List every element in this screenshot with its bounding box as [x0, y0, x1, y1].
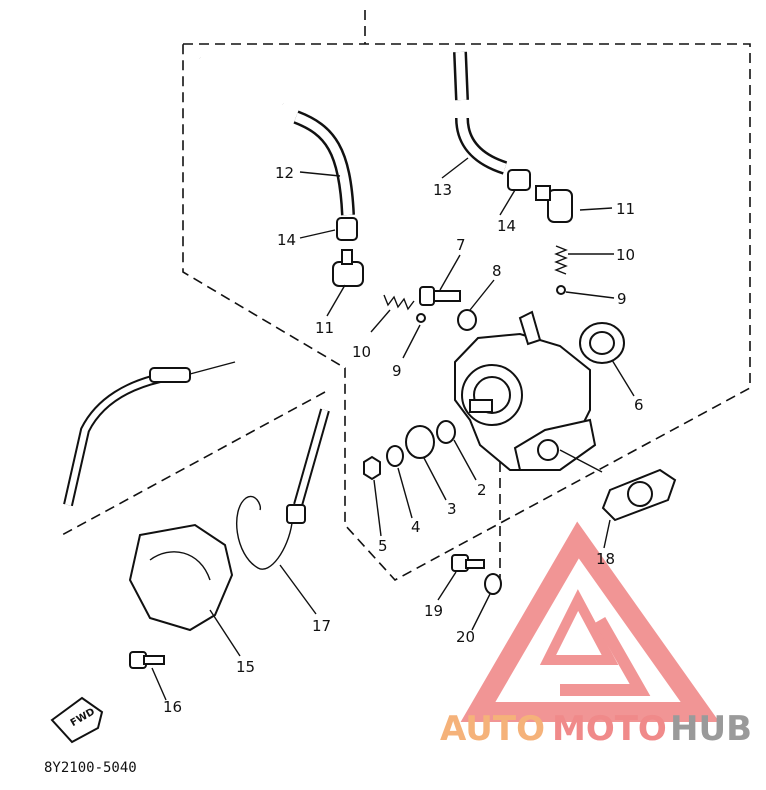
callout-12: 12: [275, 164, 294, 182]
callout-15: 15: [236, 658, 255, 676]
watermark-word-auto: AUTO: [440, 709, 545, 749]
watermark-logo: [460, 521, 720, 722]
callout-14-right: 14: [497, 217, 516, 235]
banjo-fitting-11-left: [332, 249, 364, 287]
pump-cover-15: [128, 523, 234, 632]
callout-9-left: 9: [392, 362, 402, 380]
diagram-code: 8Y2100-5040: [44, 760, 137, 776]
callout-13: 13: [433, 181, 452, 199]
bolt-19: [451, 554, 485, 572]
assembly-boundary-dashed: [182, 43, 751, 582]
callout-11-right: 11: [616, 200, 635, 218]
callout-4: 4: [411, 518, 421, 536]
callout-7: 7: [456, 236, 466, 254]
separator-dashed: [61, 391, 326, 536]
banjo-fitting-11-right: [535, 185, 573, 223]
nut-5: [363, 455, 381, 481]
ball-9-left: [416, 313, 426, 323]
callout-6: 6: [634, 396, 644, 414]
washer-8: [457, 309, 477, 331]
callout-2: 2: [477, 481, 487, 499]
washer-20: [484, 573, 502, 595]
washer-4: [386, 445, 404, 467]
callout-8: 8: [492, 262, 502, 280]
callout-3: 3: [447, 500, 457, 518]
spring-10-right: [554, 245, 568, 275]
leader-lines: [151, 157, 635, 701]
hose-clip-14-left: [336, 217, 358, 241]
oil-pump-cable: [63, 361, 236, 507]
callout-17: 17: [312, 617, 331, 635]
washer-2: [436, 420, 456, 444]
hose-12: [198, 54, 355, 216]
hose-13: [453, 51, 508, 175]
callout-9-right: 9: [617, 290, 627, 308]
gasket-18: [601, 468, 677, 522]
fwd-arrow-icon: FWD: [50, 696, 104, 744]
spring-10-left: [383, 294, 415, 311]
callout-10-left: 10: [352, 343, 371, 361]
ball-9-right: [556, 285, 566, 295]
oil-seal-6: [579, 322, 625, 364]
watermark-text: AUTO MOTO HUB: [440, 709, 752, 749]
hose-clip-14-right: [507, 169, 531, 191]
callout-19: 19: [424, 602, 443, 620]
callout-numbers: 12 14 11 10 9 7 8 13 14 11 10 9 6 2 3 4 …: [163, 164, 644, 716]
callout-11-left: 11: [315, 319, 334, 337]
watermark-word-hub: HUB: [670, 709, 752, 749]
callout-10-right: 10: [616, 246, 635, 264]
callout-20: 20: [456, 628, 475, 646]
callout-14-left: 14: [277, 231, 296, 249]
cable-17: [235, 408, 330, 570]
bolt-7: [419, 286, 461, 306]
callout-5: 5: [378, 537, 388, 555]
bolt-16: [129, 651, 165, 669]
callout-16: 16: [163, 698, 182, 716]
plate-3: [405, 425, 435, 459]
callout-18: 18: [596, 550, 615, 568]
watermark-word-moto: MOTO: [552, 709, 667, 749]
oil-pump-body: [454, 310, 597, 471]
